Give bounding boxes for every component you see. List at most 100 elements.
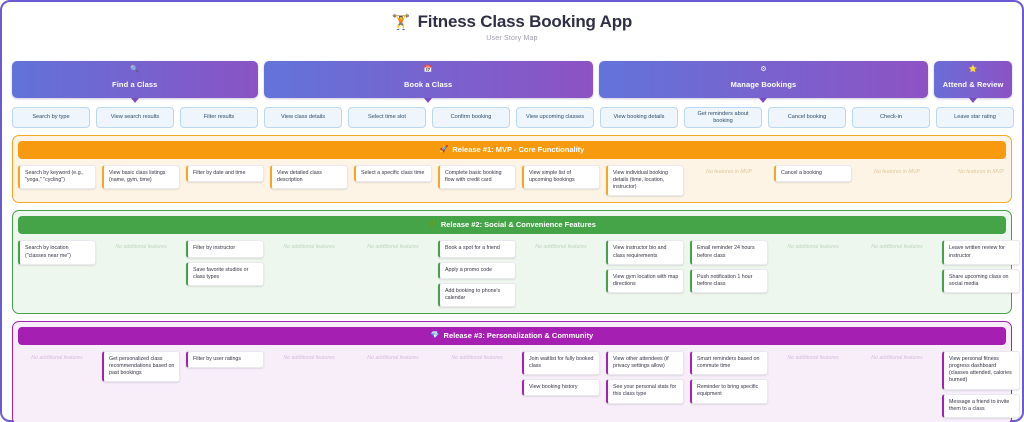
story-card[interactable]: Reminder to bring specific equipment [690, 379, 768, 404]
story-card[interactable]: View personal fitness progress dashboard… [942, 350, 1020, 390]
release-column: No additional features [270, 240, 348, 307]
story-card[interactable]: Share upcoming class on social media [942, 268, 1020, 293]
step-card[interactable]: Get reminders about booking [684, 107, 762, 128]
story-card[interactable]: Filter by instructor [186, 240, 264, 258]
activity-label: Book a Class [404, 80, 453, 89]
page-title: Fitness Class Booking App [417, 12, 633, 31]
activity-row: 🔍 Find a Class 📅 Book a Class ⚙Manage Bookin… [12, 61, 1012, 103]
empty-placeholder: No features in MVP [958, 169, 1004, 175]
star-icon: ⭐ [968, 66, 978, 73]
story-card[interactable]: Smart reminders based on commute time [690, 350, 768, 376]
release-column: No additional features [102, 240, 180, 307]
empty-placeholder: No additional features [535, 244, 587, 251]
story-card[interactable]: View gym location with map directions [606, 268, 684, 293]
chevron-down-icon [424, 98, 433, 103]
empty-placeholder: No additional features [451, 354, 503, 361]
steps-row: Search by type View search results Filter … [12, 107, 1014, 128]
story-card[interactable]: Apply a promo code [438, 261, 516, 279]
step-card[interactable]: Check-in [852, 107, 930, 128]
step-card[interactable]: Search by type [12, 107, 90, 128]
story-card[interactable]: Save favorite studios or class types [186, 261, 264, 286]
empty-placeholder: No additional features [871, 244, 923, 251]
story-card[interactable]: See your personal stats for this class t… [606, 379, 684, 404]
empty-placeholder: No additional features [787, 244, 839, 251]
activity-header-book-a-class[interactable]: 📅 Book a Class [263, 61, 593, 98]
release-column: View instructor bio and class requiremen… [606, 240, 684, 307]
release-group: View detailed class description Select a … [270, 165, 600, 196]
release-column: No additional features [522, 240, 600, 307]
empty-placeholder: No additional features [367, 244, 419, 251]
activity-column: 📅 Book a Class [263, 61, 593, 103]
story-card[interactable]: Search by location ("classes near me") [18, 240, 96, 265]
release-column: View other attendees (if privacy setting… [606, 350, 684, 418]
story-card[interactable]: Filter by date and time [186, 165, 264, 183]
step-card[interactable]: Leave star rating [936, 107, 1014, 128]
story-card[interactable]: View detailed class description [270, 165, 348, 190]
story-card[interactable]: Search by keyword (e.g., "yoga," "cyclin… [18, 165, 96, 190]
story-card[interactable]: Complete basic booking flow with credit … [438, 165, 516, 190]
story-card[interactable]: Get personalized class recommendations b… [102, 350, 180, 383]
story-card[interactable]: View basic class listings (name, gym, ti… [102, 165, 180, 190]
story-card[interactable]: View instructor bio and class requiremen… [606, 240, 684, 265]
step-card[interactable]: Cancel booking [768, 107, 846, 128]
calendar-icon: 📅 [423, 66, 433, 73]
activity-header-manage-bookings[interactable]: ⚙Manage Bookings [598, 61, 929, 98]
step-card[interactable]: View upcoming classes [516, 107, 594, 128]
empty-placeholder: No additional features [787, 354, 839, 361]
steps-group: Leave star rating [936, 107, 1014, 128]
gear-icon: ⚙ [760, 66, 767, 73]
release-column: Complete basic booking flow with credit … [438, 165, 516, 196]
story-card[interactable]: View individual booking details (time, l… [606, 165, 684, 197]
step-card[interactable]: Confirm booking [432, 107, 510, 128]
activity-column: ⚙Manage Bookings [598, 61, 929, 103]
magnifier-icon: 🔍 [130, 66, 140, 73]
step-card[interactable]: View class details [264, 107, 342, 128]
step-card[interactable]: Select time slot [348, 107, 426, 128]
chevron-down-icon [969, 98, 978, 103]
empty-placeholder: No features in MVP [874, 169, 920, 175]
story-card[interactable]: Message a friend to invite them to a cla… [942, 393, 1020, 418]
release-body: Search by keyword (e.g., "yoga," "cyclin… [18, 165, 1006, 197]
release-header[interactable]: 🚀Release #1: MVP - Core Functionality [18, 141, 1006, 159]
activity-header-attend-review[interactable]: ⭐Attend & Review [934, 61, 1012, 98]
story-card[interactable]: Filter by user ratings [186, 350, 264, 369]
release-column: Cancel a booking [774, 165, 852, 196]
step-card[interactable]: Filter results [180, 107, 258, 128]
story-card[interactable]: Join waitlist for fully booked class [522, 350, 600, 376]
story-card[interactable]: Select a specific class time [354, 165, 432, 183]
story-card[interactable]: Book a spot for a friend [438, 240, 516, 258]
rocket-icon: 🚀 [439, 146, 449, 153]
story-card[interactable]: Leave written review for instructor [942, 240, 1020, 265]
release-column: Select a specific class time [354, 165, 432, 196]
empty-placeholder: No additional features [871, 354, 923, 361]
story-card[interactable]: View simple list of upcoming bookings [522, 165, 600, 190]
release-header[interactable]: 🌿Release #2: Social & Convenience Featur… [18, 216, 1006, 235]
story-card[interactable]: Push notification 1 hour before class [690, 268, 768, 293]
release-header[interactable]: 💎Release #3: Personalization & Community [18, 326, 1006, 345]
release-column: View individual booking details (time, l… [606, 165, 684, 197]
step-card[interactable]: View search results [96, 107, 174, 128]
release-column: No features in MVP [690, 165, 768, 196]
step-card[interactable]: View booking details [600, 107, 678, 128]
empty-placeholder: No additional features [283, 244, 335, 251]
story-card[interactable]: View other attendees (if privacy setting… [606, 350, 684, 376]
story-card[interactable]: Add booking to phone's calendar [438, 282, 516, 307]
story-card[interactable]: Cancel a booking [774, 165, 852, 183]
fitness-icon: 🏋 [391, 13, 411, 31]
title-row: 🏋 Fitness Class Booking App [12, 12, 1012, 32]
release-label: Release #2: Social & Convenience Feature… [440, 220, 596, 230]
story-card[interactable]: View booking history [522, 379, 600, 397]
release-group: View other attendees (if privacy setting… [606, 350, 936, 418]
story-card[interactable]: Email reminder 24 hours before class [690, 240, 768, 265]
gem-icon: 💎 [430, 331, 440, 339]
release-column: View basic class listings (name, gym, ti… [102, 165, 180, 196]
activity-label: Find a Class [112, 80, 158, 89]
release-label: Release #1: MVP - Core Functionality [452, 145, 585, 154]
activity-header-find-a-class[interactable]: 🔍 Find a Class [12, 61, 258, 98]
release-label: Release #3: Personalization & Community [443, 330, 594, 340]
release-column: Filter by date and time [186, 165, 264, 196]
